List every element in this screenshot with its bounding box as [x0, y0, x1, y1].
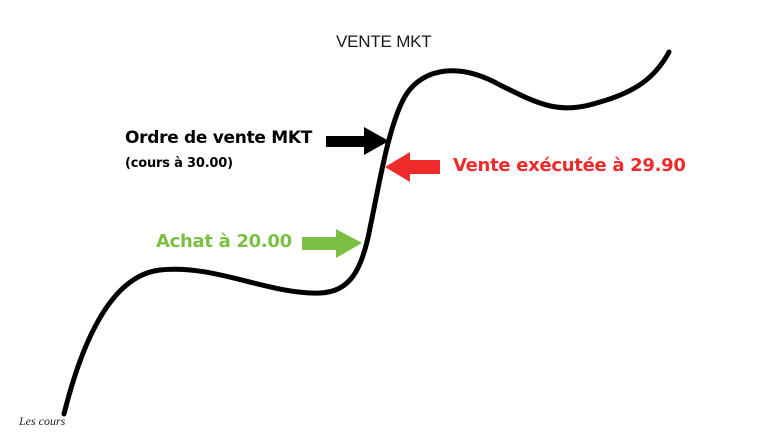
- sell-arrow: [385, 152, 440, 182]
- order-label: Ordre de vente MKT: [125, 128, 313, 148]
- order-arrow: [326, 127, 389, 155]
- price-curve: [61, 49, 672, 417]
- order-sublabel: (cours à 30.00): [125, 156, 233, 171]
- diagram-title: VENTE MKT: [336, 32, 432, 51]
- sell-label: Vente exécutée à 29.90: [453, 155, 686, 176]
- price-label: Les cours: [19, 414, 66, 428]
- buy-label: Achat à 20.00: [156, 231, 292, 252]
- buy-arrow: [302, 229, 362, 258]
